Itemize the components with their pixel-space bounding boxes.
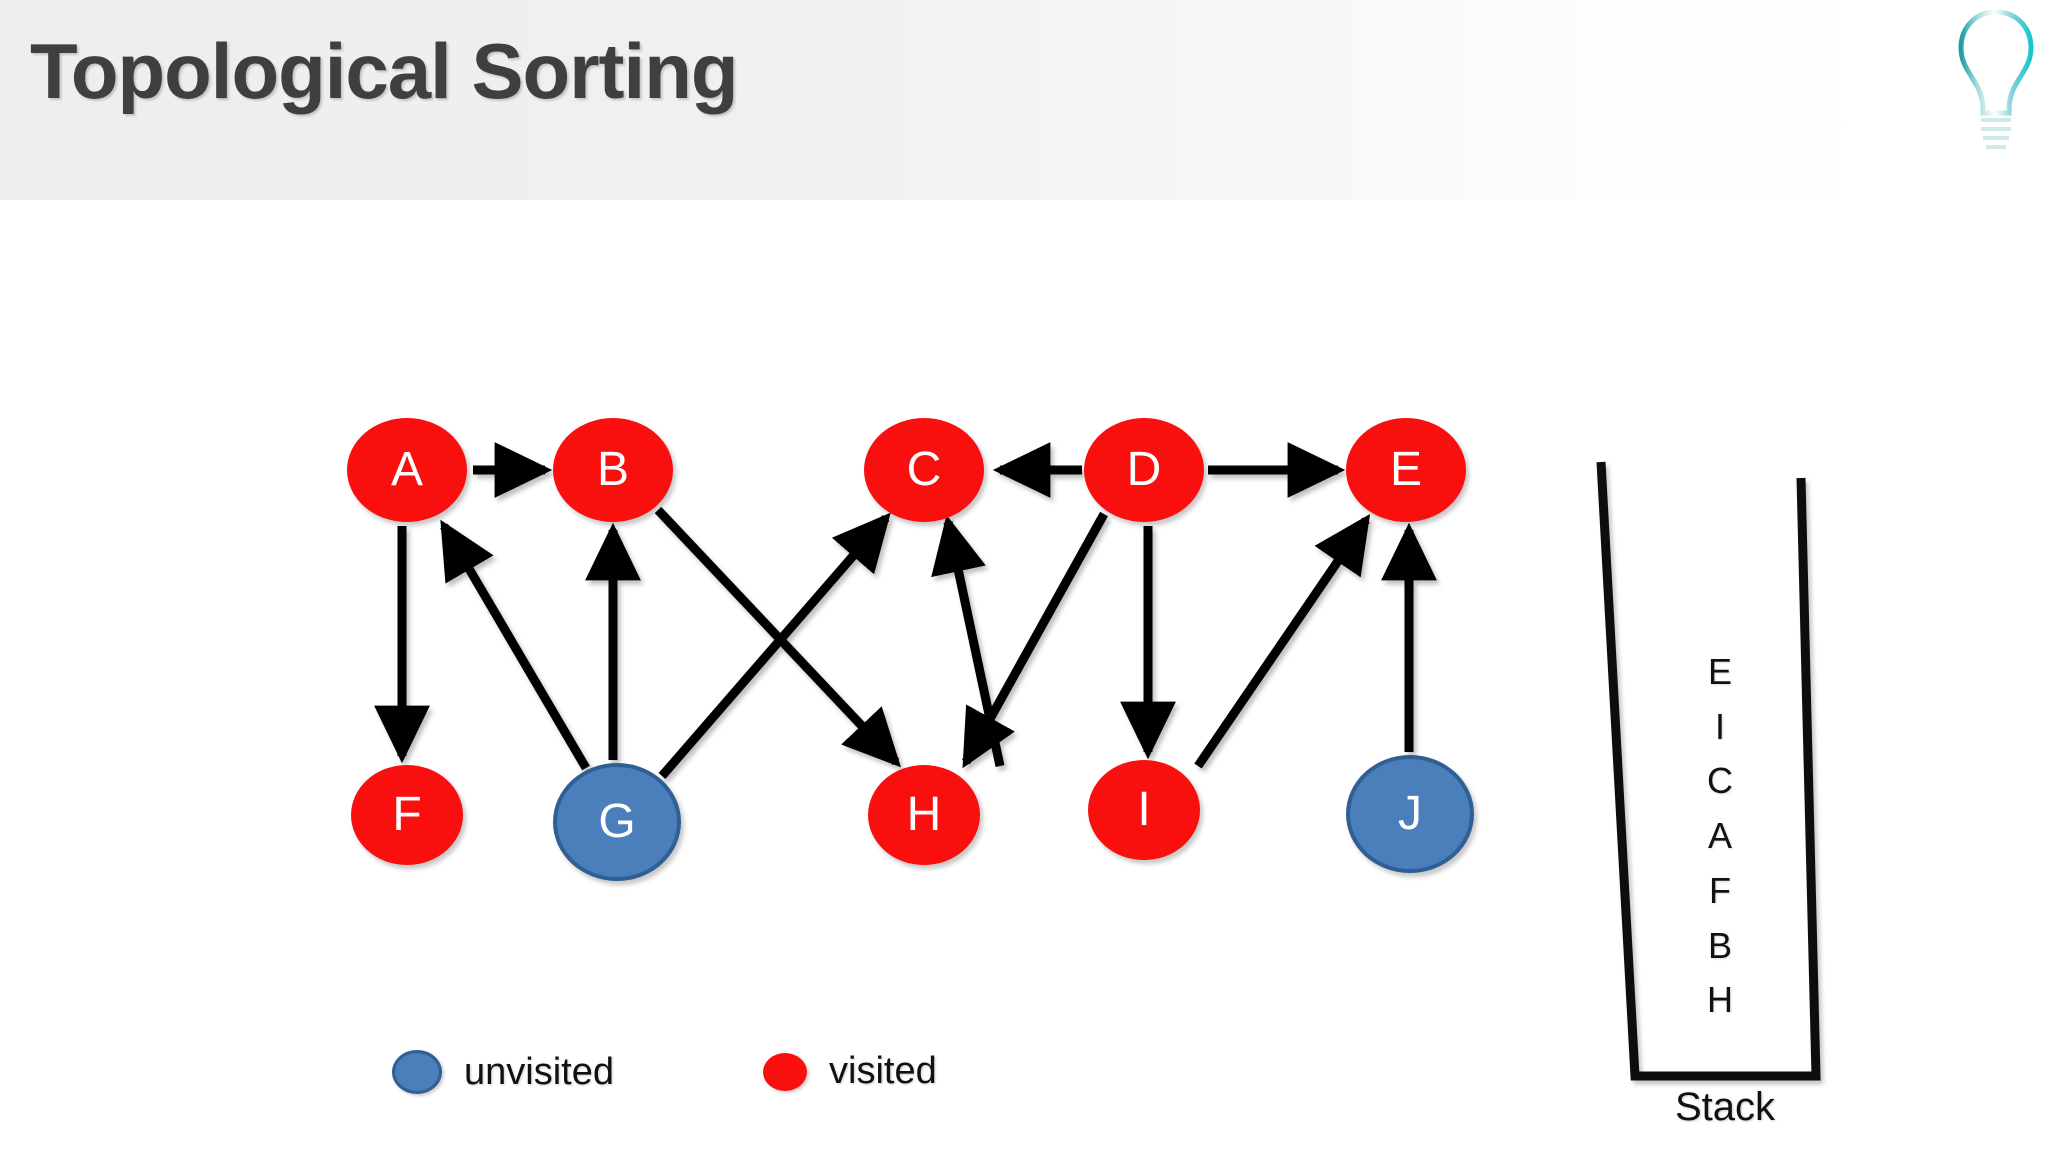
edge-g-a bbox=[440, 519, 590, 771]
stack-item: B bbox=[1707, 924, 1732, 966]
graph-edges bbox=[374, 442, 1437, 779]
graph-node-label: H bbox=[906, 788, 942, 841]
graph-node-label: J bbox=[1398, 787, 1422, 840]
legend-dot-visited-icon bbox=[763, 1052, 807, 1091]
stack-item: I bbox=[1714, 705, 1725, 747]
edge-h-c bbox=[931, 514, 1005, 767]
graph-node-a[interactable]: A bbox=[347, 418, 467, 522]
graph-node-label: G bbox=[598, 795, 636, 848]
edge-b-h bbox=[654, 506, 901, 768]
stack-item: E bbox=[1707, 651, 1732, 692]
edge-i-e bbox=[1194, 514, 1371, 769]
graph-node-f[interactable]: F bbox=[351, 765, 463, 865]
stack-label: Stack bbox=[1674, 1085, 1776, 1129]
stack-items-list: E I C A F B H bbox=[1630, 645, 1810, 1028]
edge-g-c bbox=[658, 512, 891, 779]
graph-node-j[interactable]: J bbox=[1346, 755, 1474, 873]
graph-node-b[interactable]: B bbox=[553, 418, 673, 522]
legend-label-unvisited: unvisited bbox=[464, 1050, 614, 1093]
graph-node-label: A bbox=[390, 443, 423, 496]
stack-item: H bbox=[1707, 979, 1733, 1021]
graph-node-label: F bbox=[392, 788, 422, 841]
legend-item-unvisited: unvisited bbox=[392, 1050, 614, 1094]
stack-item: A bbox=[1707, 815, 1732, 857]
graph-node-g[interactable]: G bbox=[553, 763, 681, 881]
graph-node-d[interactable]: D bbox=[1084, 418, 1204, 522]
legend-label-visited: visited bbox=[829, 1050, 937, 1092]
graph-node-label: C bbox=[906, 443, 942, 496]
graph-node-e[interactable]: E bbox=[1346, 418, 1466, 522]
stack-item: F bbox=[1709, 869, 1731, 911]
graph-node-label: D bbox=[1126, 443, 1162, 496]
edge-d-h bbox=[962, 511, 1108, 769]
legend-item-visited: visited bbox=[763, 1050, 937, 1093]
legend-dot-unvisited-icon bbox=[392, 1050, 442, 1094]
lightbulb-icon bbox=[1958, 9, 2034, 149]
stack-outline bbox=[1596, 461, 1821, 1081]
graph-node-h[interactable]: H bbox=[868, 765, 980, 865]
graph-node-label: I bbox=[1137, 783, 1151, 836]
page-title: Topological Sorting bbox=[30, 27, 738, 115]
legend: unvisited visited bbox=[0, 1038, 1100, 1108]
graph-node-label: B bbox=[596, 443, 629, 496]
stack-container: E I C A F B H Stack bbox=[1560, 430, 1890, 1150]
graph-node-label: E bbox=[1389, 443, 1422, 496]
graph-canvas: A B C D E F G H I J bbox=[0, 200, 2048, 960]
stack-item: C bbox=[1707, 760, 1733, 802]
graph-node-i[interactable]: I bbox=[1088, 760, 1200, 860]
header-band bbox=[0, 0, 2048, 200]
graph-node-c[interactable]: C bbox=[864, 418, 984, 522]
